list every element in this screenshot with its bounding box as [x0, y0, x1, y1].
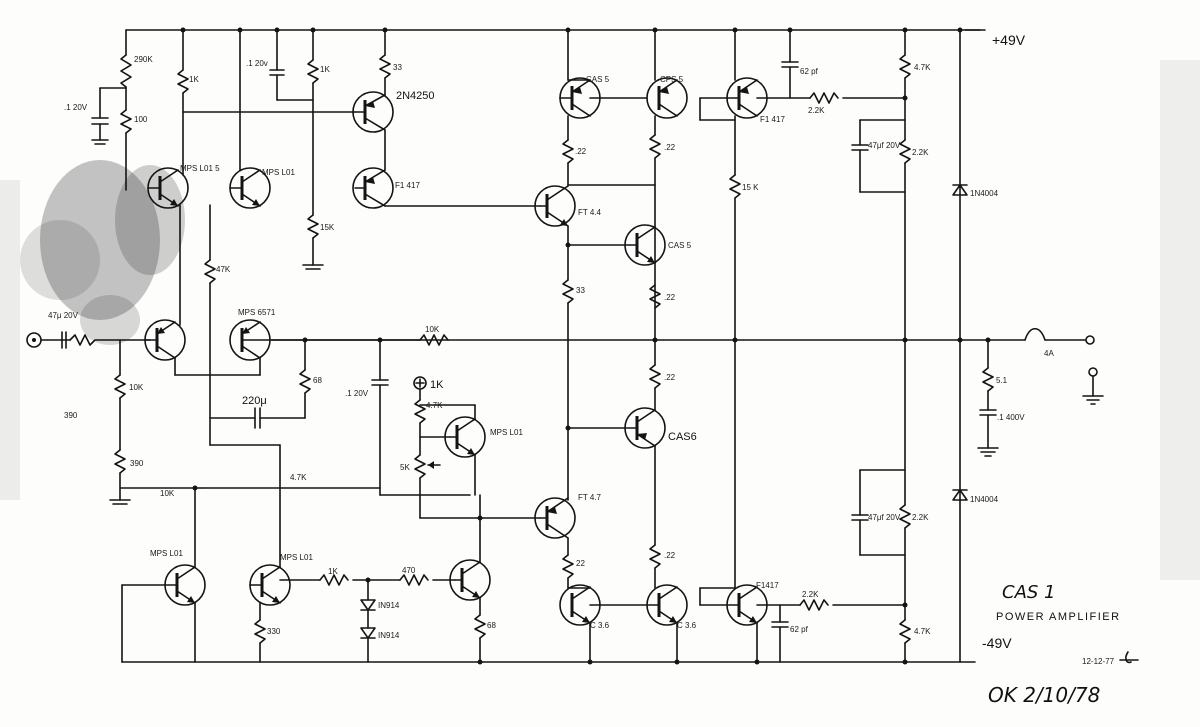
r-390-a-label: 390 [64, 411, 78, 420]
transistor-cps5-label: CPS 5 [660, 75, 684, 84]
r-022-a-label: .22 [575, 147, 587, 156]
title-subtitle: POWER AMPLIFIER [996, 611, 1121, 623]
transistor-mps-l01-low1-label: MPS L01 [150, 549, 183, 558]
transistor-mps-l01-mid [444, 416, 486, 458]
r-5-1-label: 5.1 [996, 376, 1008, 385]
transistor-f1417-top-label: F1 417 [395, 181, 420, 190]
cap-01-400v-label: .1 400V [997, 413, 1025, 422]
r-290k-label: 290K [134, 55, 153, 64]
r-1k-b-label: 1K [320, 65, 330, 74]
transistor-mps-l01-a-label: MPS L01 5 [180, 164, 220, 173]
r-022-b-label: .22 [664, 143, 676, 152]
r-33-top-label: 33 [393, 63, 402, 72]
transistor-2n4250 [352, 91, 394, 133]
r-33-mid-label: 33 [576, 286, 585, 295]
transistor-cas5-a-label: CAS 5 [586, 75, 610, 84]
transistor-mps-l01-b-label: MPS L01 [262, 168, 295, 177]
positive-rail-label: +49V [992, 32, 1026, 48]
diode-low-label: 1N4004 [970, 495, 999, 504]
transistor-mps-l01-low2 [249, 564, 291, 606]
r-1k-low-label: 1K [328, 567, 338, 576]
transistor-cps5 [646, 77, 688, 119]
transistor-mps-l01-low1 [121, 564, 206, 606]
r-15k-label: 15K [320, 223, 335, 232]
r-10k-low-label: 10K [160, 489, 175, 498]
scan-noise [0, 60, 1200, 580]
r-2k2-a-label: 2.2K [808, 106, 825, 115]
transistor-ft-top [534, 185, 576, 227]
transistor-f1417-right [726, 77, 768, 119]
r-100k-label: 100 [134, 115, 148, 124]
title-name: CAS 1 [1002, 582, 1055, 603]
transistor-cas5-c [624, 224, 666, 266]
cap-62pf-low-label: 62 pf [790, 625, 809, 634]
transistor-f1417-right-label: F1 417 [760, 115, 785, 124]
r-10k-left-label: 10K [129, 383, 144, 392]
transistor-mps-l01-a [147, 167, 189, 209]
transistor-mps-l01-low2-label: MPS L01 [280, 553, 313, 562]
transistor-c3-6-a-label: C 3.6 [590, 621, 610, 630]
r-5k-label: 5K [400, 463, 410, 472]
transistor-cas6 [567, 407, 666, 449]
diode-in914-a-label: IN914 [378, 601, 400, 610]
r-1k-a-label: 1K [189, 75, 199, 84]
transistor-mps-l01-mid-label: MPS L01 [490, 428, 523, 437]
r-68-label: 68 [313, 376, 322, 385]
transistor-ft-bottom [534, 497, 576, 539]
transistor-mps6571-label: MPS 6571 [238, 308, 276, 317]
cap-01-20v-label: .1 20V [64, 103, 88, 112]
input-jack [26, 332, 71, 348]
approval-note: OK 2/10/78 [988, 683, 1100, 707]
r-470-label: 470 [402, 566, 416, 575]
input-cap-label: 47μ 20V [48, 311, 79, 320]
r-47k-low-label: 4.7K [290, 473, 307, 482]
r-15k-right-label: 15 K [742, 183, 759, 192]
r-68-low-label: 68 [487, 621, 496, 630]
transistor-f1417-low-label: F1417 [756, 581, 779, 590]
r-2k2-b-label: 2.2K [912, 148, 929, 157]
negative-rail-label: -49V [982, 635, 1012, 651]
transistor-ft-bottom-label: FT 4.7 [578, 493, 602, 502]
transistor-2n4250-label: 2N4250 [396, 90, 435, 102]
r-4k7-top-label: 4.7K [914, 63, 931, 72]
transistor-vas-low [449, 559, 491, 601]
r-4k7-low-label: 4.7K [914, 627, 931, 636]
cap-47uf-top-label: 47μf 20V [868, 141, 901, 150]
date-note: 12-12-77 [1082, 657, 1115, 666]
r-2k2-c-label: 2.2K [802, 590, 819, 599]
junction-dots [180, 27, 991, 665]
output-bus [271, 327, 1095, 345]
transistor-mps6571 [229, 319, 273, 361]
transistor-ft-top-label: FT 4.4 [578, 208, 602, 217]
r-22-low-label: 22 [576, 559, 585, 568]
cap-01-20v-c-label: .1 20V [345, 389, 369, 398]
r-47k-label: 47K [216, 265, 231, 274]
signature-mark [1119, 651, 1139, 664]
cap-47uf-low-label: 47μf 20V [868, 513, 901, 522]
r-1k-pot-label: 1K [430, 379, 444, 391]
ground-symbol [1082, 395, 1104, 405]
cap-01-20v-b-label: .1 20v [246, 59, 268, 68]
diode-in914-b-label: IN914 [378, 631, 400, 640]
r-2k2-d-label: 2.2K [912, 513, 929, 522]
transistor-f1417-top [352, 167, 394, 209]
diode-top-label: 1N4004 [970, 189, 999, 198]
r-390-b-label: 390 [130, 459, 144, 468]
transistor-mps-lower-a [144, 319, 186, 361]
r-022-d-label: .22 [664, 373, 676, 382]
transistor-mps-l01-b [229, 167, 271, 209]
r-022-e-label: .22 [664, 551, 676, 560]
r-10k-mid-label: 10K [425, 325, 440, 334]
transistor-cas6-label: CAS6 [668, 431, 697, 443]
transistor-c3-6-b-label: C 3.6 [677, 621, 697, 630]
cap-62pf-top-label: 62 pf [800, 67, 819, 76]
transistor-cas5-c-label: CAS 5 [668, 241, 692, 250]
r-330-label: 330 [267, 627, 281, 636]
fuse-label: 4A [1044, 349, 1054, 358]
cap-220u-label: 220μ [242, 395, 267, 407]
r-022-c-label: .22 [664, 293, 676, 302]
